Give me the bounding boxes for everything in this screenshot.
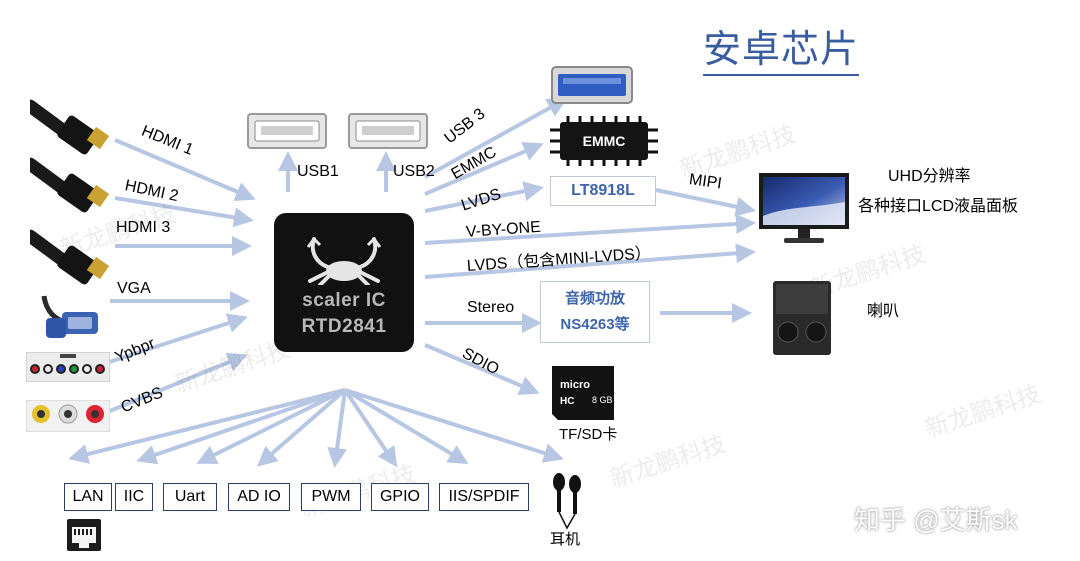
- audio-amp-model: NS4263等: [560, 316, 630, 333]
- arrow-uart: [196, 388, 346, 464]
- hdmi-cable-icon: [30, 157, 110, 213]
- cvbs-jack-icon: [26, 400, 110, 432]
- chip-name: scaler IC: [302, 290, 386, 311]
- audio-amp-box: 音频功放 NS4263等: [540, 281, 650, 343]
- scaler-ic-chip: scaler IC RTD2841: [274, 213, 414, 352]
- interface-uart: Uart: [163, 483, 217, 511]
- usb-port-icon: [348, 113, 428, 149]
- lan-port-icon: [67, 519, 101, 551]
- speaker-icon: [773, 281, 831, 355]
- usb-port-icon: [247, 113, 327, 149]
- arrow-pwm: [327, 389, 348, 468]
- usb3-port-icon: [551, 66, 633, 104]
- arrow-cvbs: [99, 352, 248, 417]
- arrow-hdmi1: [114, 138, 256, 201]
- audio-amp-title: 音频功放: [564, 290, 625, 307]
- earphone-icon: [553, 473, 581, 530]
- usb2-label: USB2: [393, 163, 435, 180]
- hdmi3-label: HDMI 3: [116, 219, 171, 236]
- ypbpr-jack-icon: [26, 352, 110, 382]
- svg-text:HC: HC: [560, 396, 574, 407]
- interface-iis-spdif: IIS/SPDIF: [439, 483, 529, 511]
- display-resolution-label: UHD分辨率: [888, 168, 971, 185]
- svg-text:micro: micro: [560, 379, 590, 391]
- interface-iic: IIC: [115, 483, 153, 511]
- arrow-vbyone: [424, 213, 756, 245]
- arrow-ypbpr: [99, 313, 248, 367]
- emmc-chip-label: EMMC: [582, 133, 626, 149]
- zhihu-credit: 知乎 @艾斯sk: [854, 505, 1018, 535]
- interface-adio: AD IO: [228, 483, 290, 511]
- vga-connector-icon: [41, 295, 98, 338]
- page-title: 安卓芯片: [703, 28, 860, 76]
- chip-model: RTD2841: [301, 316, 387, 337]
- sd-card-caption: TF/SD卡: [559, 426, 618, 443]
- interface-pwm: PWM: [301, 483, 361, 511]
- arrow-adio: [256, 388, 347, 467]
- usb1-label: USB1: [297, 163, 339, 180]
- display-panel-label: 各种接口LCD液晶面板: [858, 198, 1019, 215]
- arrow-gpio: [343, 388, 398, 468]
- lt8918l-label: LT8918L: [571, 182, 635, 199]
- interface-gpio: GPIO: [371, 483, 429, 511]
- speaker-label: 喇叭: [867, 303, 900, 320]
- arrow-lvds: [424, 181, 544, 213]
- arrow-iis: [343, 388, 469, 465]
- earphone-label: 耳机: [550, 531, 581, 548]
- arrow-lan: [68, 388, 346, 464]
- arrow-earphone: [344, 388, 564, 463]
- arrow-hdmi2: [114, 196, 254, 228]
- interface-lan: LAN: [64, 483, 112, 511]
- emmc-chip-icon: [550, 116, 658, 166]
- arrow-mipi: [655, 188, 756, 217]
- stereo-label: Stereo: [467, 299, 515, 316]
- sd-capacity-label: 8 GB: [592, 395, 613, 405]
- hdmi-cable-icon: [30, 229, 110, 285]
- lcd-monitor-icon: [759, 173, 849, 243]
- vga-label: VGA: [117, 280, 151, 297]
- arrow-iic: [136, 388, 346, 465]
- arrow-lvds-mini: [424, 243, 756, 279]
- arrow-emmc: [424, 142, 544, 196]
- sd-card-icon: micro HC: [552, 366, 614, 420]
- lt8918l-box: LT8918L: [550, 176, 656, 206]
- arrow-usb3: [424, 98, 568, 179]
- hdmi-cable-icon: [30, 99, 110, 155]
- arrow-sdio: [424, 343, 540, 395]
- realtek-crab-logo: [306, 237, 382, 285]
